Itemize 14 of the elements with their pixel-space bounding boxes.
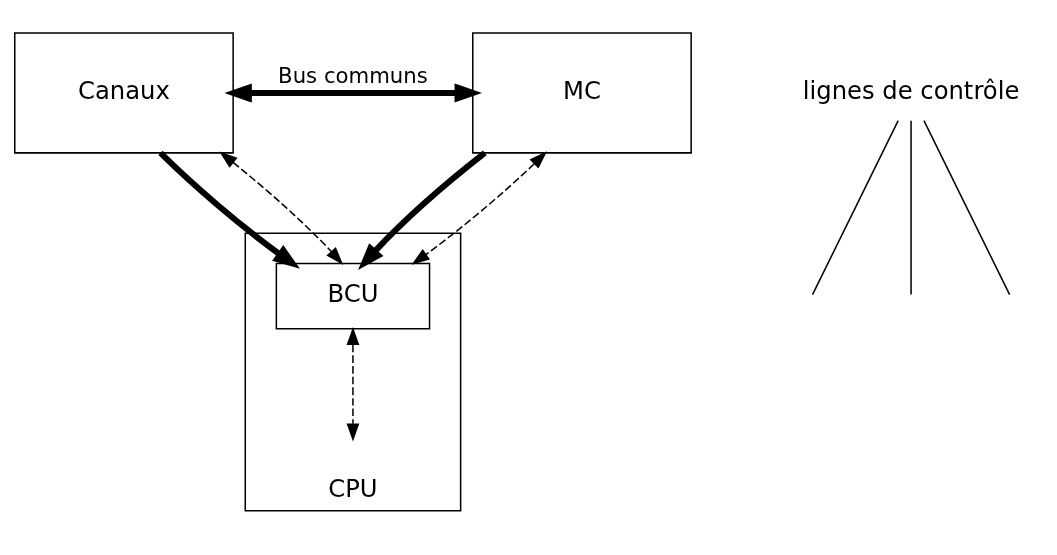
arrow bbox=[358, 150, 487, 270]
arrow bbox=[346, 326, 360, 442]
node-box: BCU bbox=[275, 262, 431, 330]
connector bbox=[923, 119, 1011, 295]
arrow bbox=[224, 82, 482, 103]
connector bbox=[811, 119, 899, 295]
node-box: MC bbox=[472, 31, 692, 154]
arrow bbox=[158, 150, 300, 269]
node-box: Canaux bbox=[14, 31, 234, 154]
connector bbox=[910, 119, 912, 295]
arrow bbox=[219, 151, 344, 265]
edge-label: Bus communs bbox=[278, 62, 428, 88]
node-text: lignes de contrôle bbox=[802, 75, 1020, 105]
arrow bbox=[411, 150, 548, 265]
